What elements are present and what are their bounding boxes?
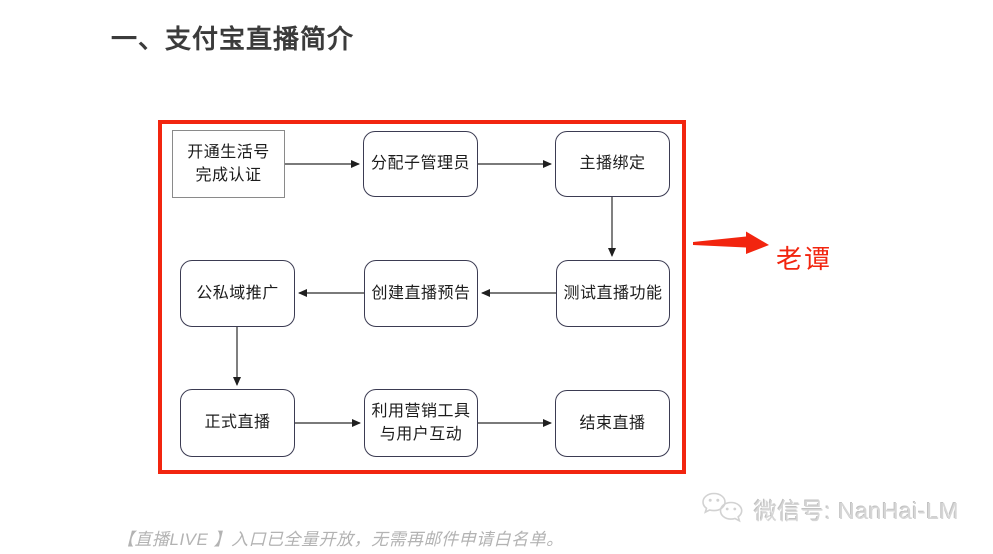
watermark-text: 微信号: NanHai-LM bbox=[754, 498, 960, 524]
flow-node-end-live: 结束直播 bbox=[555, 390, 670, 457]
footer-caption: 【直播LIVE 】入口已全量开放，无需再邮件申请白名单。 bbox=[117, 530, 564, 549]
flow-node-test-live-function: 测试直播功能 bbox=[556, 260, 670, 327]
flow-node-official-live: 正式直播 bbox=[180, 389, 295, 457]
flow-node-create-live-preview: 创建直播预告 bbox=[364, 260, 478, 327]
flowchart-frame bbox=[158, 120, 686, 474]
watermark: 微信号: NanHai-LM bbox=[700, 490, 959, 528]
wechat-icon bbox=[702, 492, 743, 523]
flow-node-anchor-binding: 主播绑定 bbox=[555, 131, 670, 197]
annotation-arrow-icon bbox=[693, 231, 769, 254]
flow-node-marketing-tools: 利用营销工具 与用户互动 bbox=[364, 389, 478, 457]
annotation-label: 老谭 bbox=[776, 244, 833, 274]
flow-node-domain-promotion: 公私域推广 bbox=[180, 260, 295, 327]
flow-node-assign-sub-admin: 分配子管理员 bbox=[363, 131, 478, 197]
page-title: 一、支付宝直播简介 bbox=[111, 24, 355, 54]
flow-node-open-life-account: 开通生活号 完成认证 bbox=[172, 130, 285, 198]
